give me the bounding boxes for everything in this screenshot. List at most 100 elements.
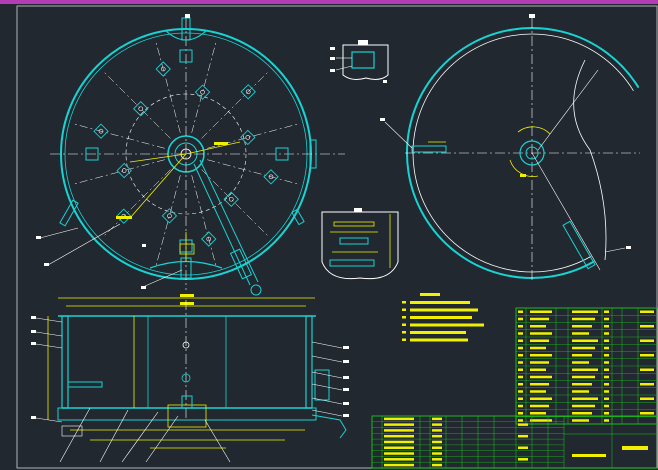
- title-border: [371, 415, 658, 469]
- table-cell-qty: [604, 397, 609, 400]
- table-cell-no: [518, 332, 523, 335]
- right-bracket: [291, 208, 305, 226]
- bolt-hole: [138, 106, 144, 112]
- table-cell-code: [530, 375, 552, 379]
- table-cell-name: [572, 383, 592, 386]
- flange-detail: [321, 208, 399, 280]
- table-cell-name: [572, 375, 595, 379]
- bolt-hole: [121, 168, 127, 173]
- title-cell-b: [432, 440, 442, 444]
- table-cell-note: [640, 368, 654, 371]
- left-leader: [35, 317, 63, 323]
- table-cell-code: [530, 383, 549, 386]
- table-cell-code: [530, 310, 552, 313]
- section-right-callouts: [311, 341, 349, 417]
- table-cell-no: [518, 390, 523, 393]
- table-cell-note: [640, 354, 654, 357]
- flange-part-a: [339, 237, 369, 245]
- table-cell-no: [518, 339, 523, 342]
- section-drain-pipe: [311, 414, 347, 439]
- table-cell-qty: [604, 412, 609, 415]
- table-cell-note: [640, 339, 654, 342]
- title-cell-b: [432, 452, 442, 455]
- section-leader-3: [121, 411, 159, 463]
- nozzle-callout-a: [330, 47, 335, 50]
- bolt-pad: [133, 101, 149, 117]
- right-tag: [343, 346, 349, 349]
- table-cell-no: [518, 354, 523, 357]
- dim-label-b: [214, 142, 228, 145]
- right-tag: [343, 414, 349, 417]
- table-cell-code: [530, 368, 546, 371]
- table-cell-note: [640, 325, 654, 328]
- right-leader: [311, 355, 343, 363]
- outlet-valve: [229, 248, 253, 280]
- radial-line: [102, 70, 171, 139]
- title-cell-b: [432, 446, 442, 449]
- table-cell-no: [518, 412, 523, 415]
- nozzle-leader-b: [335, 65, 353, 71]
- table-cell-qty: [604, 404, 609, 408]
- segment-callout-a: [380, 118, 385, 121]
- table-cell-qty: [604, 375, 609, 379]
- note-line: [410, 301, 470, 304]
- right-nozzle: [309, 139, 317, 169]
- right-tag: [343, 376, 349, 379]
- bolt-pad: [194, 84, 211, 100]
- dim-label-c: [116, 216, 132, 219]
- section-left-nozzle: [67, 381, 103, 388]
- dim-radius-c: [129, 153, 187, 219]
- title-name: [572, 454, 606, 457]
- title-cell-b: [432, 463, 442, 467]
- outlet-end: [250, 284, 262, 296]
- title-cell-a: [384, 423, 414, 426]
- table-cell-qty: [604, 310, 609, 313]
- table-cell-qty: [604, 354, 609, 357]
- segment-radial-line: [531, 152, 601, 271]
- right-leader: [311, 383, 343, 391]
- table-cell-no: [518, 397, 523, 400]
- table-cell-no: [518, 383, 523, 386]
- table-cell-no: [518, 368, 523, 371]
- segment-tag-top: [529, 14, 535, 18]
- title-cell-b: [432, 434, 442, 438]
- flange-detail-body: [321, 211, 399, 280]
- flange-tag: [354, 208, 362, 212]
- table-cell-code: [530, 419, 552, 422]
- nozzle-detail: [330, 40, 389, 83]
- table-cell-code: [530, 404, 549, 408]
- table-cell-no: [518, 404, 523, 408]
- title-drawing-no: [622, 446, 648, 450]
- left-bracket: [59, 199, 79, 227]
- title-cell-a: [384, 434, 414, 438]
- bolt-hole: [167, 213, 172, 219]
- bolt-hole: [245, 135, 251, 140]
- leader-1: [39, 227, 79, 239]
- right-leader: [311, 397, 343, 405]
- title-cell-a: [384, 458, 414, 461]
- table-cell-no: [518, 419, 523, 422]
- nozzle-detail-tag: [358, 40, 368, 45]
- section-left-callouts: [31, 316, 63, 423]
- table-cell-code: [530, 412, 546, 415]
- table-cell-qty: [604, 346, 609, 350]
- segment-dim-label: [520, 174, 526, 177]
- table-cell-name: [572, 361, 589, 364]
- right-leader: [311, 409, 343, 417]
- segment-left-nozzle: [411, 145, 447, 153]
- leader-2: [47, 223, 121, 266]
- flange-part-b: [329, 259, 375, 267]
- outlet-pipe-b: [199, 159, 259, 283]
- table-cell-code: [530, 317, 549, 321]
- table-cell-name: [572, 332, 589, 335]
- table-cell-code: [530, 332, 552, 335]
- table-cell-name: [572, 404, 595, 408]
- title-cell-a: [384, 440, 414, 444]
- segment-outer-arc: [406, 27, 640, 279]
- right-leader: [311, 341, 343, 349]
- title-cell-b: [432, 458, 442, 461]
- table-cell-note: [640, 412, 654, 415]
- table-cell-no: [518, 317, 523, 321]
- table-cell-name: [572, 339, 598, 342]
